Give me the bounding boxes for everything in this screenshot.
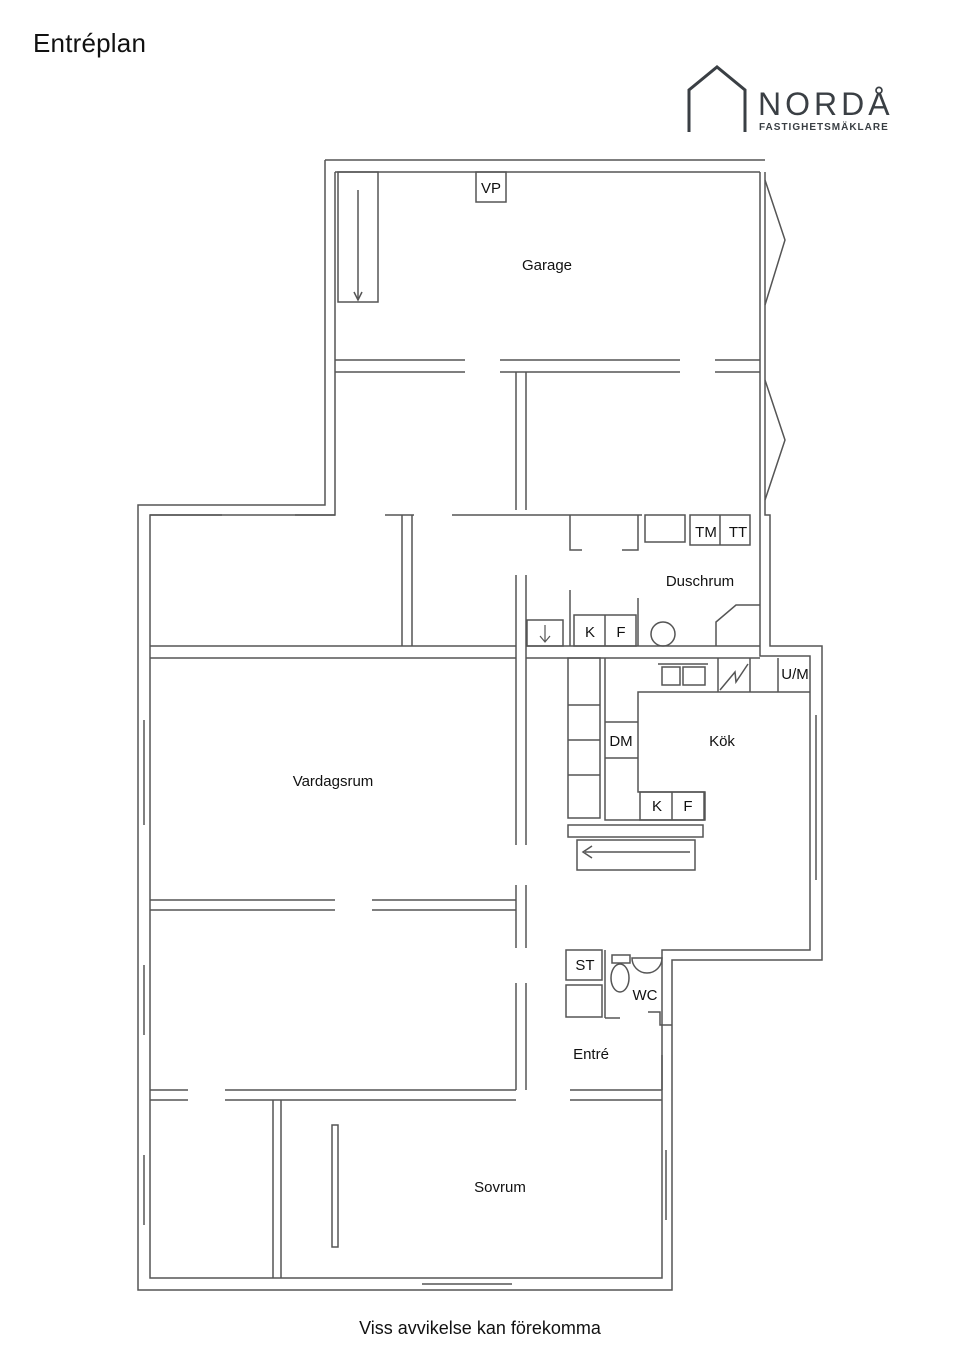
walls — [137, 159, 823, 1291]
fixture-label-f1: F — [616, 624, 625, 641]
fixture-label-wc: WC — [633, 987, 658, 1004]
logo-word: NORDÅ — [758, 86, 894, 122]
page-title: Entréplan — [33, 28, 147, 58]
room-label-vardagsrum: Vardagsrum — [293, 773, 374, 790]
fixture-label-tt: TT — [729, 524, 747, 541]
house-logo-icon — [687, 65, 747, 132]
room-label-garage: Garage — [522, 257, 572, 274]
fixture-label-f2: F — [683, 798, 692, 815]
room-label-entre: Entré — [573, 1046, 609, 1063]
brand-logo: NORDÅ FASTIGHETSMÄKLARE — [686, 64, 906, 136]
room-label-kok: Kök — [709, 733, 735, 750]
fixture-label-vp: VP — [481, 180, 501, 197]
fixture-label-k2: K — [652, 798, 662, 815]
logo-subtitle: FASTIGHETSMÄKLARE — [759, 122, 889, 133]
fixture-label-st: ST — [575, 957, 594, 974]
disclaimer: Viss avvikelse kan förekomma — [359, 1318, 601, 1338]
fixture-label-k1: K — [585, 624, 595, 641]
room-label-sovrum: Sovrum — [474, 1179, 526, 1196]
fixture-label-tm: TM — [695, 524, 717, 541]
fixture-label-um: U/M — [781, 666, 809, 683]
fixture-label-dm: DM — [609, 733, 632, 750]
room-label-duschrum: Duschrum — [666, 573, 734, 590]
stair-down-arrow-icon — [539, 625, 551, 643]
